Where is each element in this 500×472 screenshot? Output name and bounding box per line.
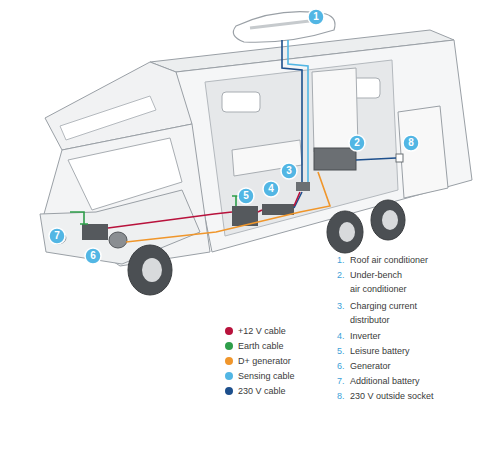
list-item: Roof air conditioner: [350, 253, 490, 267]
callout-circle: [238, 188, 254, 204]
callout-circle: [403, 135, 419, 151]
rear-wheel: [371, 200, 405, 240]
callout-circle: [349, 135, 365, 151]
callout-number: 5: [237, 187, 255, 205]
callout-text: 2: [348, 134, 366, 152]
earth-cable: [70, 212, 88, 224]
12v-cable: [258, 192, 300, 212]
hub: [339, 222, 355, 242]
side-wall: [176, 40, 472, 252]
legend-swatch: [225, 357, 233, 365]
ac-grille: [250, 20, 318, 28]
hub: [382, 210, 398, 230]
door: [398, 106, 448, 198]
inverter-box: [262, 204, 294, 215]
list-item: 230 V outside socket: [350, 389, 490, 403]
legend-swatch: [225, 387, 233, 395]
socket: [396, 154, 403, 162]
230v-cable: [282, 40, 302, 182]
list-item: Charging current distributor: [350, 299, 430, 327]
callout-circle: [85, 248, 101, 264]
window: [222, 92, 260, 112]
callout-number: 3: [280, 162, 298, 180]
callout-text: 5: [237, 187, 255, 205]
callout-text: 1: [307, 8, 325, 26]
callout-circle: [263, 181, 279, 197]
230v-cable: [356, 158, 396, 160]
12v-cable: [108, 212, 232, 228]
callout-number: 8: [402, 134, 420, 152]
callout-text: 6: [84, 247, 102, 265]
callout-number: 6: [84, 247, 102, 265]
alcove-window: [60, 96, 156, 140]
legend-swatch: [225, 372, 233, 380]
callout-text: 8: [402, 134, 420, 152]
sensing-cable: [288, 40, 308, 182]
front-wheel: [128, 245, 172, 295]
callout-circle: [49, 228, 65, 244]
engine-battery: [82, 224, 108, 240]
legend-text: 230 V cable: [238, 385, 286, 397]
legend-text: Sensing cable: [238, 370, 295, 382]
list-item: Leisure battery: [350, 344, 490, 358]
callout-number: 4: [262, 180, 280, 198]
distributor-box: [296, 182, 310, 191]
list-item: Generator: [350, 359, 490, 373]
under-bench-ac: [314, 148, 356, 170]
legend-swatch: [225, 342, 233, 350]
hub: [142, 258, 162, 282]
rear-wheel: [327, 211, 363, 253]
legend-text: D+ generator: [238, 355, 291, 367]
generator-unit: [109, 232, 127, 248]
callout-text: 4: [262, 180, 280, 198]
legend-text: +12 V cable: [238, 325, 286, 337]
callout-number: 2: [348, 134, 366, 152]
callout-text: 3: [280, 162, 298, 180]
list-item: Inverter: [350, 329, 490, 343]
callout-number: 7: [48, 227, 66, 245]
legend-swatch: [225, 327, 233, 335]
legend-text: Earth cable: [238, 340, 284, 352]
callout-circle: [281, 163, 297, 179]
d-plus-cable: [126, 172, 330, 242]
list-item: Additional battery: [350, 374, 490, 388]
list-item: Under-bench air conditioner: [350, 268, 410, 296]
callout-number: 1: [307, 8, 325, 26]
callout-text: 7: [48, 227, 66, 245]
230v-cable: [294, 192, 302, 208]
callout-circle: [308, 9, 324, 25]
